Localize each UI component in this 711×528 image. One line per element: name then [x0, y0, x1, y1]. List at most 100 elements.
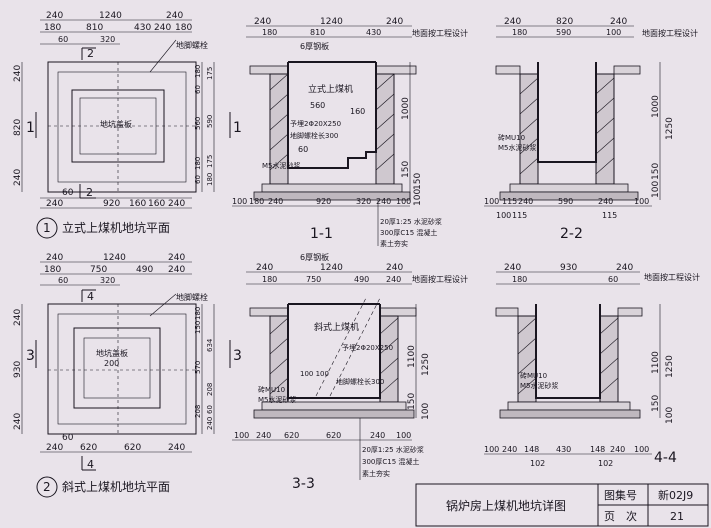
sec11-title: 1-1 — [310, 226, 333, 242]
plan2-section-mark-bottom: 4 — [87, 458, 94, 471]
plan2-dim-bottom2-c: 620 — [124, 443, 141, 453]
plan1-dim-top1-a: 240 — [46, 11, 63, 21]
plan2-dim-top2-a: 180 — [44, 265, 61, 275]
sec44-title: 4-4 — [654, 450, 677, 466]
sec44-dim-top2-a: 180 — [512, 275, 527, 284]
sec22-dim-right-d: 100 — [651, 181, 661, 198]
plan2-dim-top3-a: 60 — [58, 276, 68, 285]
sec11-note-2: 300厚C15 混凝土 — [380, 228, 437, 237]
sec33-label-mortar: M5水泥砂浆 — [258, 395, 297, 404]
plan-1: 240 1240 240 180 810 430 240 180 60 320 … — [13, 11, 242, 239]
sec11-dim-top2-b: 810 — [310, 28, 325, 37]
plan2-dim-top1-b: 1240 — [103, 253, 126, 263]
sec33-dim-bottom-e: 240 — [370, 431, 385, 440]
sec22-dim-bottom-e: 240 — [598, 197, 613, 206]
sec44-dim-bottom-f: 240 — [610, 445, 625, 454]
plan1-dim-left-c: 240 — [13, 169, 23, 186]
sec33-note-1: 20厚1:25 水泥砂浆 — [362, 445, 424, 454]
plan2-dim-top2-c: 490 — [136, 265, 153, 275]
sec11-dim-bottom-c: 240 — [268, 197, 283, 206]
plan1-section-mark-top: 2 — [87, 47, 94, 60]
sec44-dim-bottom-d: 430 — [556, 445, 571, 454]
sec11-label-plate: 6厚钢板 — [300, 41, 329, 51]
plan1-section-mark-right: 1 — [233, 120, 242, 136]
plan1-dim-right-b: 60 — [194, 85, 202, 94]
sec22-dim-top1-b: 820 — [556, 17, 573, 27]
sec33-label-machine: 斜式上煤机 — [314, 321, 359, 333]
plan2-dim-right-g: 60 — [206, 405, 214, 414]
sec33-dim-top2-d: 240 — [386, 275, 401, 284]
plan1-dim-bottom1-a: 60 — [62, 188, 74, 198]
sec11-label-ground: 地面按工程设计 — [412, 28, 468, 38]
plan2-label-bolt: 地脚螺栓 — [176, 292, 208, 302]
plan1-dim-right-d: 180 — [194, 157, 202, 170]
sec33-dim-top2-b: 750 — [306, 275, 321, 284]
section-3-3: 6厚钢板 240 1240 240 180 750 490 240 地面按工程设… — [232, 252, 468, 492]
sec11-dim-bottom-a: 100 — [232, 197, 247, 206]
sec44-dim-top1-b: 930 — [560, 263, 577, 273]
sec44-dim-top1-c: 240 — [616, 263, 633, 273]
plan1-dim-right-i: 180 — [206, 173, 214, 186]
plan1-dim-top2-b: 810 — [86, 23, 103, 33]
sec22-dim-bottom-c: 240 — [518, 197, 533, 206]
plan2-dim-right-h: 240 — [206, 417, 214, 430]
section-1-1: 240 1240 240 180 810 430 6厚钢板 地面按工程设计 立式… — [232, 17, 468, 248]
sec33-label-bolt-len: 地脚螺栓长300 — [336, 377, 384, 386]
sec33-label-brick: 砖MU10 — [258, 385, 285, 394]
plan1-section-mark-bottom: 2 — [86, 186, 93, 199]
sec33-dim-top2-c: 490 — [354, 275, 369, 284]
titleblock-title: 锅炉房上煤机地坑详图 — [446, 498, 566, 513]
plan1-label-bolt: 地脚螺栓 — [176, 40, 208, 50]
sec11-label-bolt-len: 地脚螺栓长300 — [290, 131, 338, 140]
plan1-dim-right-c: 560 — [194, 117, 202, 130]
sec44-dim-top1-a: 240 — [504, 263, 521, 273]
plan1-section-mark-left: 1 — [26, 120, 35, 136]
sec11-dim-left-560: 560 — [310, 101, 325, 110]
section-4-4: 240 930 240 180 60 地面按工程设计 砖MU10 M5水泥砂浆 … — [484, 263, 700, 468]
plan1-dim-left-b: 820 — [13, 119, 23, 136]
plan2-dim-bottom2-d: 240 — [168, 443, 185, 453]
sec22-dim-bottom-a: 100 — [484, 197, 499, 206]
sec22-dim-bottom-d: 590 — [558, 197, 573, 206]
plan2-title: 斜式上煤机地坑平面 — [62, 479, 170, 494]
sec44-dim-bottom-b: 240 — [502, 445, 517, 454]
sec33-dim-top1-a: 240 — [256, 263, 273, 273]
sec33-dim-right-c: 150 — [407, 393, 417, 410]
sec22-label-brick: 砖MU10 — [498, 133, 525, 142]
sec22-dim-right-c: 150 — [651, 163, 661, 180]
plan1-title-number: 1 — [43, 221, 51, 235]
plan1-dim-bottom2-c: 160 — [129, 199, 146, 209]
sec44-dim-bottom-g: 100 — [634, 445, 649, 454]
sec22-dim-bottom-b: 115 — [502, 197, 517, 206]
plan2-dim-top3-b: 320 — [100, 276, 115, 285]
plan1-dim-bottom2-e: 240 — [168, 199, 185, 209]
sec33-dim-right-a: 1100 — [407, 345, 417, 368]
plan2-dim-right-d: 208 — [194, 405, 202, 418]
plan1-dim-bottom2-d: 160 — [148, 199, 165, 209]
plan1-dim-top2-d: 240 — [154, 23, 171, 33]
sec22-title: 2-2 — [560, 226, 583, 242]
sec22-dim-bottom2-c: 115 — [602, 211, 617, 220]
sec33-dim-bottom-d: 620 — [326, 431, 341, 440]
plan1-dim-right-g: 590 — [206, 115, 214, 128]
sec33-dim-top1-b: 1240 — [320, 263, 343, 273]
plan2-section-mark-top: 4 — [87, 290, 94, 303]
sec22-label-ground: 地面按工程设计 — [642, 28, 698, 38]
sec33-title: 3-3 — [292, 476, 315, 492]
plan1-dim-right-a: 180 — [194, 65, 202, 78]
plan2-dim-top2-b: 750 — [90, 265, 107, 275]
plan2-dim-bottom2-a: 240 — [46, 443, 63, 453]
sec11-dim-bottom-d: 920 — [316, 197, 331, 206]
plan1-dim-top2-e: 180 — [175, 23, 192, 33]
sec22-dim-top2-c: 100 — [606, 28, 621, 37]
sec33-dim-right-b: 1250 — [421, 353, 431, 376]
plan2-label-200: 200 — [104, 359, 119, 368]
sec22-dim-top1-a: 240 — [504, 17, 521, 27]
plan2-section-mark-left: 3 — [26, 348, 35, 364]
sec22-dim-bottom-f: 100 — [634, 197, 649, 206]
plan2-dim-right-a: 180 — [194, 307, 202, 320]
plan2-dim-bottom2-b: 620 — [80, 443, 97, 453]
plan1-dim-top2-a: 180 — [44, 23, 61, 33]
plan1-dim-top2-c: 430 — [134, 23, 151, 33]
sec11-note-1: 20厚1:25 水泥砂浆 — [380, 217, 442, 226]
